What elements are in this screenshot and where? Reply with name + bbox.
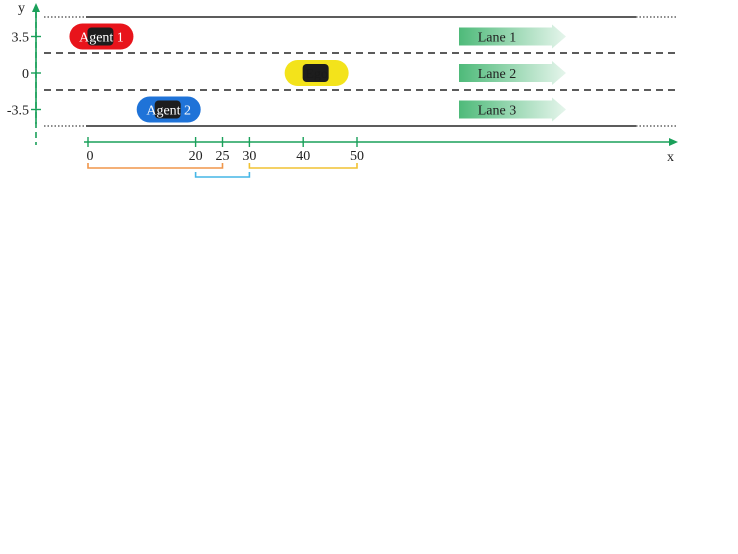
lane-label-2: Lane 2 [478,67,516,82]
lane-arrow-1: Lane 1 [459,24,566,49]
x-tick-label-20: 20 [189,149,203,164]
y-axis-label: y [18,1,25,16]
x-axis-ticks: 0 20 25 30 40 50 [87,137,364,164]
x-axis-label: x [667,150,674,165]
x-tick-label-40: 40 [296,149,310,164]
x-axis [84,138,678,146]
lane-label-3: Lane 3 [478,104,516,119]
y-axis [32,3,40,145]
y-tick-label-neg3.5: -3.5 [7,104,29,119]
x-tick-label-30: 30 [242,149,256,164]
y-tick-label-0: 0 [22,67,29,82]
vehicle-label-agent-2: Agent 2 [146,104,191,119]
x-tick-label-50: 50 [350,149,364,164]
vehicle-label-ego: Ego [305,67,328,82]
y-tick-label-3.5: 3.5 [12,30,30,45]
x-tick-label-0: 0 [87,149,94,164]
lane-arrow-3: Lane 3 [459,97,566,122]
lane-arrow-2: Lane 2 [459,61,566,85]
range-bracket-20-30 [194,172,251,178]
vehicle-ego: Ego [284,60,349,86]
x-tick-label-25: 25 [216,149,230,164]
vehicle-agent-2: Agent 2 [136,96,201,123]
vehicle-label-agent-1: Agent 1 [79,30,124,45]
vehicle-agent-1: Agent 1 [69,23,134,50]
y-axis-ticks: 3.5 0 -3.5 [7,30,41,119]
lane-label-1: Lane 1 [478,30,516,45]
range-bracket-0-25 [87,163,224,169]
range-bracket-30-50 [248,163,358,169]
